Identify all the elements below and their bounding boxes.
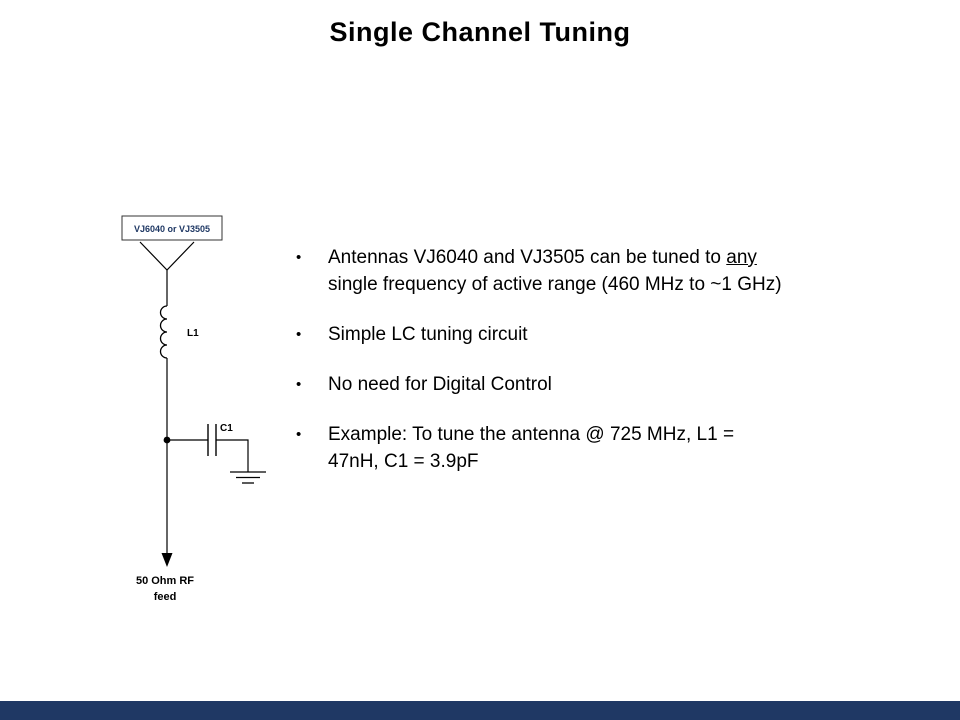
bullet-marker: • xyxy=(296,426,302,443)
bullet-line: single frequency of active range (460 MH… xyxy=(328,274,782,295)
circuit-diagram: VJ6040 or VJ3505 L1 C1 xyxy=(100,210,320,610)
junction-dot xyxy=(163,436,171,444)
antenna-box: VJ6040 or VJ3505 xyxy=(121,215,223,241)
capacitor-label: C1 xyxy=(220,423,233,434)
bullet-line: Example: To tune the antenna @ 725 MHz, … xyxy=(328,424,735,445)
bullet-line: Simple LC tuning circuit xyxy=(328,324,528,345)
bullet-item-2: • Simple LC tuning circuit xyxy=(290,321,890,348)
bullet-text: No need for Digital Control xyxy=(328,371,552,398)
bullet-item-1: • Antennas VJ6040 and VJ3505 can be tune… xyxy=(290,244,890,298)
antenna-icon xyxy=(139,241,195,271)
bullet-line-segment: Antennas VJ6040 and VJ3505 can be tuned … xyxy=(328,247,727,268)
bullet-marker: • xyxy=(296,326,302,343)
bullet-item-3: • No need for Digital Control xyxy=(290,371,890,398)
feed-label-line1: 50 Ohm RF xyxy=(136,575,194,587)
bullet-line: Antennas VJ6040 and VJ3505 can be tuned … xyxy=(328,244,782,271)
bullet-marker: • xyxy=(296,249,302,266)
inductor-label: L1 xyxy=(187,328,199,339)
page-title: Single Channel Tuning xyxy=(329,17,631,47)
antenna-box-outline xyxy=(121,215,223,241)
bullet-line: No need for Digital Control xyxy=(328,374,552,395)
bullet-list: • Antennas VJ6040 and VJ3505 can be tune… xyxy=(290,244,890,498)
bullet-marker: • xyxy=(296,376,302,393)
bullet-item-4: • Example: To tune the antenna @ 725 MHz… xyxy=(290,421,890,475)
circuit-svg: VJ6040 or VJ3505 L1 C1 xyxy=(121,215,266,603)
ground-icon xyxy=(230,471,266,484)
underlined-text: any xyxy=(726,247,757,268)
antenna-box-label: VJ6040 or VJ3505 xyxy=(134,224,210,234)
feed-arrow-icon xyxy=(161,553,173,567)
wire-capacitor-to-ground xyxy=(216,439,249,472)
bullet-text: Example: To tune the antenna @ 725 MHz, … xyxy=(328,421,734,475)
inductor-coil xyxy=(159,305,168,359)
bullet-text: Simple LC tuning circuit xyxy=(328,321,528,348)
feed-label-line2: feed xyxy=(154,591,177,603)
bullet-line: 47nH, C1 = 3.9pF xyxy=(328,451,479,472)
bullet-text: Antennas VJ6040 and VJ3505 can be tuned … xyxy=(328,244,782,298)
footer-bar xyxy=(0,701,960,720)
